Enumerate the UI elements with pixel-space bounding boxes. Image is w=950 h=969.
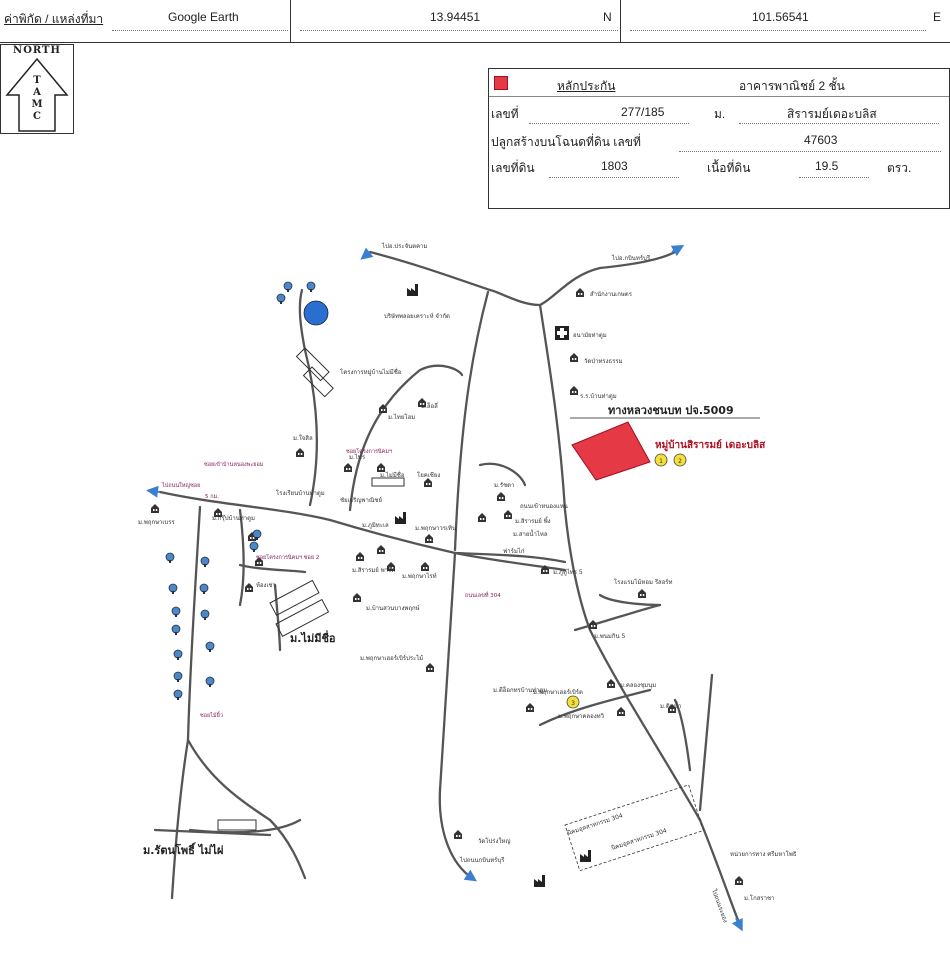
map-label: วัดโปร่งใหญ่	[478, 837, 510, 845]
badge-1	[654, 453, 668, 467]
map-label: ม.ภูมิทะเล	[362, 522, 389, 529]
map-label: ม.ภูทูไทร 5	[553, 568, 583, 576]
map-label: ม.ใจสิล	[293, 434, 313, 442]
map-label: ม.พฤกษาคลองทวิ	[558, 713, 604, 720]
map-label: ม.คลองชุมนุม	[620, 682, 656, 689]
map-label: ม.ดินน้ำ	[660, 700, 681, 710]
map-label: สำนักงานเกษตร	[590, 291, 633, 298]
map-label: ม.ดีอ็อกทรบ้านท่าตูม	[493, 685, 547, 694]
map-label: ซอยโครงการนิคมฯ	[346, 447, 392, 455]
map-label: ม.พฤกษาวรเทิน	[415, 525, 456, 532]
map-label: ม.สิรารมย์ พาร์ค	[352, 566, 395, 574]
map-label: ม.บ้านสวนบางพฤกษ์	[366, 604, 420, 612]
land-no-value: 1803	[601, 159, 628, 173]
map-label: นิคมอุตสาหกรรม 304	[566, 812, 624, 837]
map-label: 5 กม.	[205, 494, 219, 500]
map-label: นิคมอุตสาหกรรม 304	[610, 827, 668, 852]
map-label: ม.ไทยโฮม	[388, 413, 415, 421]
target-label: หมู่บ้านสิรารมย์ เดอะบลิส	[655, 439, 766, 452]
badge-1-text: 1	[659, 458, 663, 465]
north-arrow: NORTH T A M C	[0, 44, 74, 134]
map-label: บริษัทพลอยเคราะห์ จำกัด	[384, 312, 450, 320]
map-label: ไปถนนกบินทร์บุรี	[459, 856, 505, 864]
map-label: ม.ไม่มีชื่อ	[380, 471, 405, 479]
location-map: ทางหลวงชนบท ปจ.5009 หมู่บ้านสิรารมย์ เดอ…	[138, 242, 797, 932]
map-label: ชัยเจริญพาณิชย์	[340, 496, 382, 504]
map-label: ม.ไม่มีชื่อ	[290, 630, 336, 645]
map-label: ไปอ.ประจันตคาม	[381, 242, 427, 250]
moo-label: ม.	[714, 107, 726, 121]
north-letter: T	[33, 75, 41, 86]
map-label: อนามัยท่าตูม	[573, 332, 607, 339]
badge-2	[673, 453, 687, 467]
map-label: ถนนเข้าหนองแหน	[520, 503, 568, 510]
source-value: Google Earth	[168, 10, 239, 24]
coordinate-label: ค่าพิกัด / แหล่งที่มา	[4, 12, 104, 26]
map-label: ร.ร.บ้านท่าตูม	[580, 393, 617, 400]
badge-3	[566, 695, 580, 709]
map-label: ไปอ.กบินทร์บุรี	[611, 254, 651, 262]
badge-2-text: 2	[678, 458, 682, 465]
collateral-swatch	[494, 76, 508, 90]
longitude-value: 101.56541	[752, 10, 809, 24]
map-label: ม.พฤกษาเฮอร์เบิร์ประไม้	[360, 654, 423, 662]
map-label: ห้องเช่า	[256, 582, 276, 589]
north-title: NORTH	[13, 45, 61, 56]
map-label: ซอยไม้ยิ้ว	[200, 711, 223, 719]
area-label: เนื้อที่ดิน	[707, 161, 751, 175]
badge-3-text: 3	[571, 700, 575, 707]
map-label: ม.ไพร	[349, 453, 366, 461]
land-no-label: เลขที่ดิน	[491, 161, 535, 175]
map-label: ไปถนนใหญ่ซอย	[161, 482, 200, 489]
map-label: ม.ล็อลี่	[421, 401, 438, 410]
map-label: ม.รัชดา	[494, 482, 514, 489]
village-name: สิรารมย์เดอะบลิส	[787, 107, 877, 121]
map-label: วัดป่าทรงธรรม	[584, 358, 623, 365]
collateral-info-box: หลักประกัน อาคารพาณิชย์ 2 ชั้น เลขที่ 27…	[488, 68, 950, 209]
map-label: ม.พฤกษาเฮอร์เบิร์ต	[533, 688, 583, 696]
map-label: โรงเรียนบ้านท่าตูม	[276, 489, 325, 497]
pond	[303, 300, 329, 326]
map-label: โรงแรมไม้หอม รีสอร์ท	[614, 578, 673, 586]
collateral-legend-label: หลักประกัน	[557, 79, 616, 93]
north-letter: A	[33, 87, 41, 98]
deed-label: ปลูกสร้างบนโฉนดที่ดิน เลขที่	[491, 135, 641, 149]
map-label: ม.พฤกษาไรท์	[402, 572, 437, 580]
map-label: ม.รัตนโพธิ์ ไม่ไผ่	[143, 842, 223, 857]
map-label: ฟาร์มไก่	[503, 547, 525, 555]
area-value: 19.5	[815, 159, 839, 173]
map-label: ซอยโครงการนิคมฯ ซอย 2	[256, 553, 319, 561]
deed-no-value: 47603	[804, 133, 838, 147]
map-label: โครงการหมู่บ้านไม่มีชื่อ	[340, 368, 402, 376]
latitude-value: 13.94451	[430, 10, 481, 24]
longitude-direction: E	[933, 10, 942, 24]
coordinate-header: ค่าพิกัด / แหล่งที่มา Google Earth 13.94…	[0, 0, 950, 43]
highway-label: ทางหลวงชนบท ปจ.5009	[608, 404, 734, 417]
map-label: ถนนเลขที่ 304	[465, 591, 501, 599]
map-label: ม.สายน้ำไหล	[513, 528, 548, 538]
north-letter: M	[31, 99, 43, 110]
latitude-direction: N	[603, 10, 612, 24]
house-no-label: เลขที่	[491, 107, 519, 121]
map-label: ซอยเข้าบ้านหนองพะยอม	[204, 461, 264, 468]
north-letter: C	[33, 111, 41, 122]
building-type: อาคารพาณิชย์ 2 ชั้น	[739, 79, 845, 93]
map-label: ม.กรุ๊ปบ้านท่าตูม	[212, 515, 255, 522]
map-label: ม.สิรารมย์ พิ้ง	[515, 515, 551, 525]
north-arrow-icon	[5, 57, 69, 132]
map-label: โยคเชียง	[417, 471, 440, 479]
map-label: หน่วยการทาง ศรีมหาโพธิ	[730, 850, 797, 858]
map-label: ม.พนมกิน 5	[594, 633, 626, 640]
map-label: ม.โกสราชา	[744, 894, 774, 902]
map-label: ม.พฤกษาเบรร	[138, 519, 175, 526]
house-no-value: 277/185	[621, 105, 665, 119]
area-unit: ตรว.	[887, 161, 912, 175]
target-location	[571, 421, 651, 481]
